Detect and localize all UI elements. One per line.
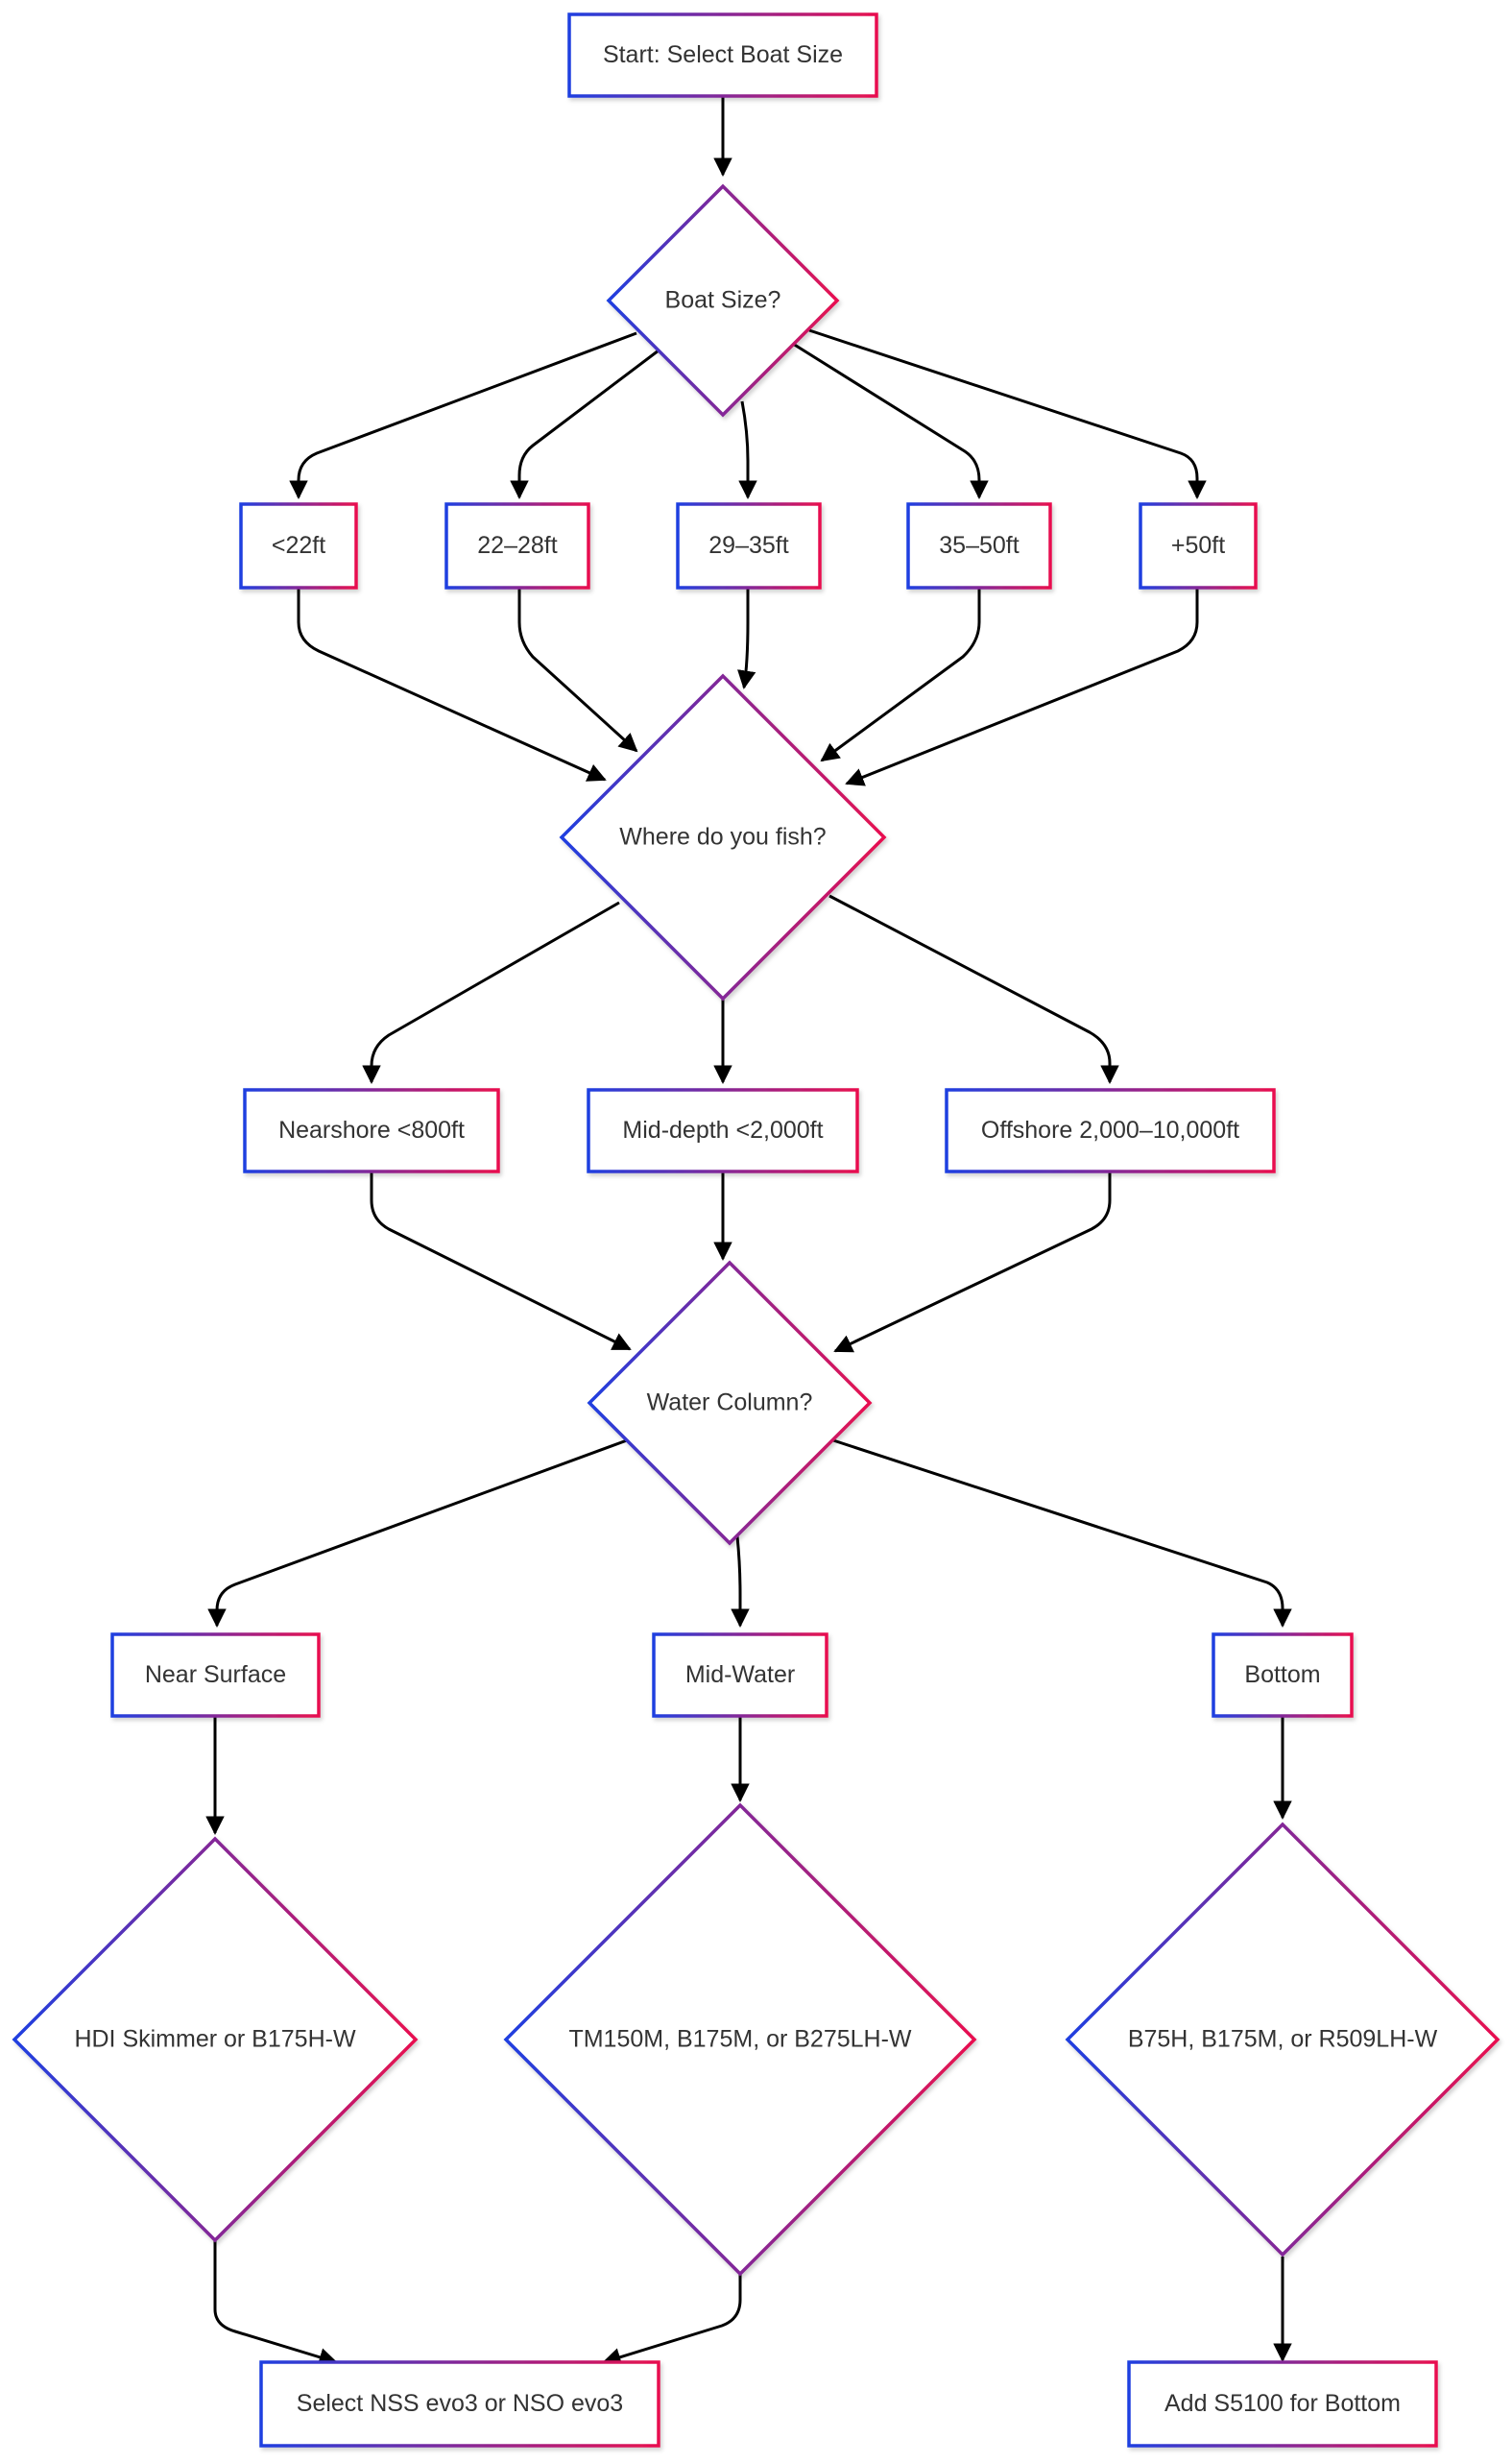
node-label: 22–28ft <box>477 532 557 559</box>
node-label: Boat Size? <box>665 287 781 314</box>
node-add-s5100: Add S5100 for Bottom <box>1127 2360 1438 2448</box>
node-label: Select NSS evo3 or NSO evo3 <box>297 2390 623 2417</box>
edge-nearshore-to-water-column <box>370 1171 632 1351</box>
node-label: B75H, B175M, or R509LH-W <box>1128 2026 1438 2053</box>
edge-29-35-to-where-fish <box>737 588 756 689</box>
node-water-column: Water Column? <box>587 1260 873 1546</box>
node-label: Start: Select Boat Size <box>603 41 843 68</box>
node-hdi: HDI Skimmer or B175H-W <box>12 1836 419 2243</box>
node-label: TM150M, B175M, or B275LH-W <box>568 2026 911 2053</box>
edge-boat-size-to-35-50 <box>792 342 989 499</box>
edge-boat-size-to-22-28 <box>510 349 660 499</box>
process-box <box>1212 1632 1354 1718</box>
node-label: 29–35ft <box>708 532 788 559</box>
process-box <box>259 2360 660 2448</box>
node-tm150: TM150M, B175M, or B275LH-W <box>503 1802 977 2277</box>
node-start: Start: Select Boat Size <box>567 12 878 98</box>
process-box <box>906 502 1052 590</box>
process-box <box>243 1088 500 1173</box>
edge-gt50-to-where-fish <box>845 588 1199 786</box>
decision-diamond <box>503 1802 977 2277</box>
edge-boat-size-to-lt22 <box>289 331 637 499</box>
node-label: <22ft <box>272 532 325 559</box>
node-near-surface: Near Surface <box>110 1632 321 1718</box>
node-s35-50: 35–50ft <box>906 502 1052 590</box>
edge-where-fish-to-offshore <box>828 894 1119 1084</box>
edge-tm150-to-select-nss <box>602 2271 742 2367</box>
node-offshore: Offshore 2,000–10,000ft <box>945 1088 1276 1173</box>
node-label: Bottom <box>1244 1661 1320 1688</box>
process-box <box>239 502 358 590</box>
node-mid-water: Mid-Water <box>652 1632 828 1718</box>
edge-boat-size-to-gt50 <box>808 328 1207 499</box>
node-label: Nearshore <800ft <box>278 1117 465 1144</box>
node-label: +50ft <box>1171 532 1225 559</box>
node-label: Near Surface <box>145 1661 286 1688</box>
decision-diamond <box>559 673 887 1002</box>
process-box <box>567 12 878 98</box>
node-b75h: B75H, B175M, or R509LH-W <box>1065 1822 1500 2258</box>
node-label: Mid-depth <2,000ft <box>622 1117 823 1144</box>
node-boat-size: Boat Size? <box>606 183 840 418</box>
edge-boat-size-to-29-35 <box>738 400 757 499</box>
edge-where-fish-to-nearshore <box>362 901 620 1084</box>
node-nearshore: Nearshore <800ft <box>243 1088 500 1173</box>
connectors <box>205 96 1292 2367</box>
edge-35-50-to-where-fish <box>820 588 981 762</box>
process-box <box>1127 2360 1438 2448</box>
node-label: Mid-Water <box>685 1661 795 1688</box>
edge-water-column-to-bottom <box>832 1438 1292 1628</box>
process-box <box>444 502 590 590</box>
node-middepth: Mid-depth <2,000ft <box>587 1088 859 1173</box>
node-label: Where do you fish? <box>619 824 826 851</box>
edge-water-column-to-mid-water <box>731 1535 750 1628</box>
node-label: Offshore 2,000–10,000ft <box>981 1117 1239 1144</box>
decision-diamond <box>606 183 840 418</box>
node-where-fish: Where do you fish? <box>559 673 887 1002</box>
edge-hdi-to-select-nss <box>213 2239 338 2367</box>
node-label: 35–50ft <box>939 532 1019 559</box>
process-box <box>1139 502 1258 590</box>
node-bottom: Bottom <box>1212 1632 1354 1718</box>
node-label: HDI Skimmer or B175H-W <box>74 2026 355 2053</box>
node-select-nss: Select NSS evo3 or NSO evo3 <box>259 2360 660 2448</box>
decision-diamond <box>12 1836 419 2243</box>
process-box <box>652 1632 828 1718</box>
node-lt22: <22ft <box>239 502 358 590</box>
process-box <box>110 1632 321 1718</box>
decision-diamond <box>1065 1822 1500 2258</box>
node-s22-28: 22–28ft <box>444 502 590 590</box>
edge-offshore-to-water-column <box>833 1171 1112 1353</box>
edge-22-28-to-where-fish <box>517 588 638 753</box>
node-gt50: +50ft <box>1139 502 1258 590</box>
edge-lt22-to-where-fish <box>297 588 607 782</box>
node-label: Water Column? <box>647 1389 813 1416</box>
process-box <box>676 502 822 590</box>
node-s29-35: 29–35ft <box>676 502 822 590</box>
process-box <box>587 1088 859 1173</box>
decision-diamond <box>587 1260 873 1546</box>
edge-water-column-to-near-surface <box>207 1438 628 1628</box>
process-box <box>945 1088 1276 1173</box>
node-label: Add S5100 for Bottom <box>1164 2390 1401 2417</box>
